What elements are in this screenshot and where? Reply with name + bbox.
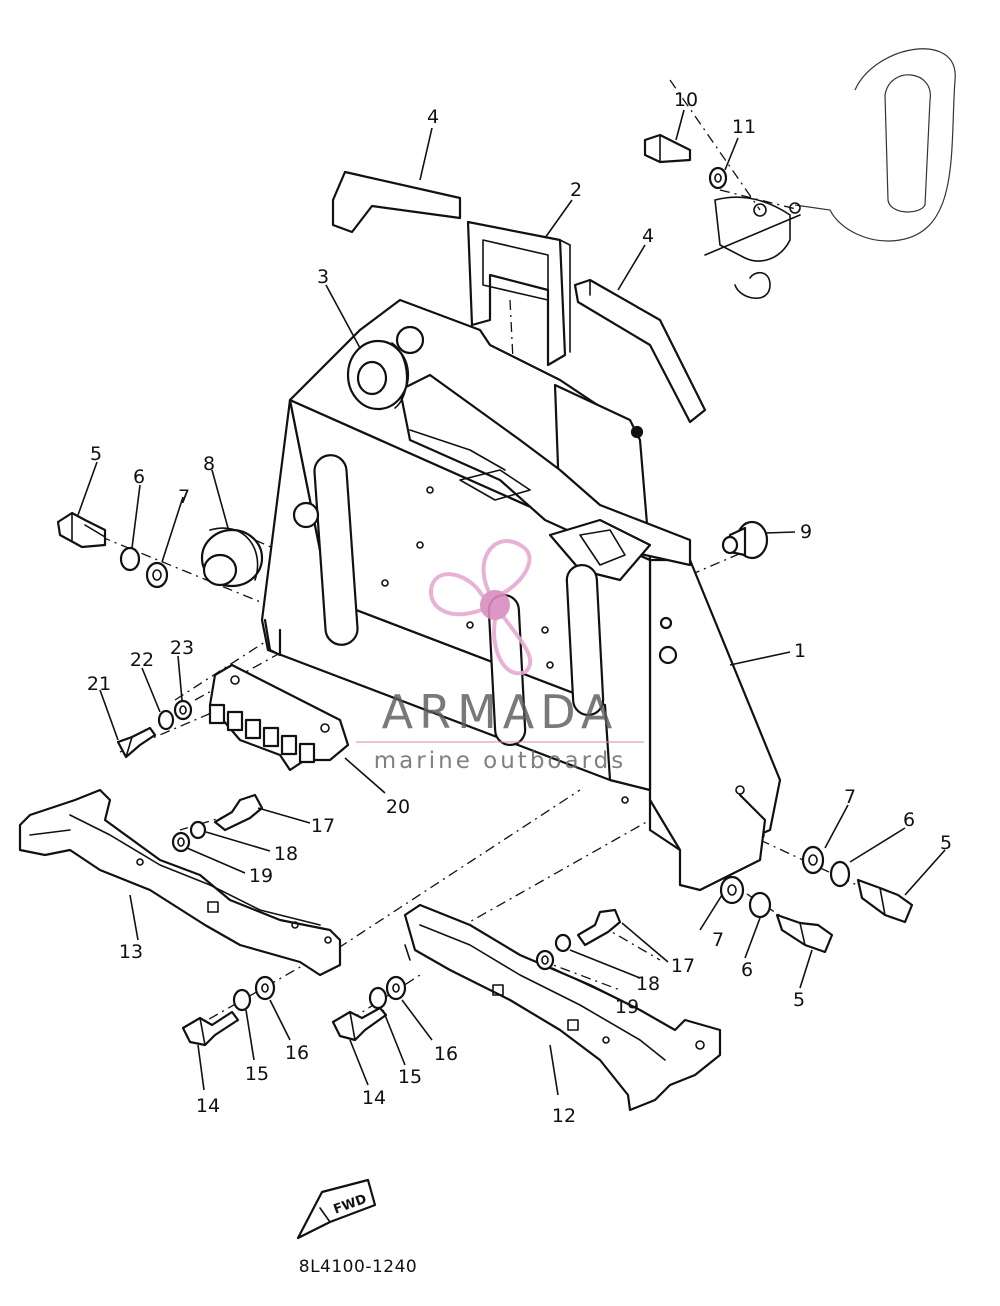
callout-5: 5 bbox=[90, 443, 102, 465]
plate-part-20 bbox=[208, 663, 350, 772]
callout-17: 17 bbox=[311, 815, 335, 837]
washer-part-15-right bbox=[368, 986, 388, 1010]
bracket-part-4-left bbox=[331, 170, 462, 234]
washer-part-16-left bbox=[254, 975, 276, 1001]
callout-7: 7 bbox=[712, 929, 724, 951]
callout-17: 17 bbox=[671, 955, 695, 977]
callout-8: 8 bbox=[203, 453, 215, 475]
bolt-part-5-right-top bbox=[856, 878, 914, 924]
bushing-part-3 bbox=[346, 339, 410, 411]
washer-part-18-left bbox=[189, 820, 207, 840]
callout-15: 15 bbox=[245, 1063, 269, 1085]
callout-20: 20 bbox=[386, 796, 410, 818]
callout-9: 9 bbox=[800, 521, 812, 543]
nut-part-23 bbox=[173, 699, 193, 721]
callout-23: 23 bbox=[170, 637, 194, 659]
callout-15: 15 bbox=[398, 1066, 422, 1088]
callout-4: 4 bbox=[642, 225, 654, 247]
bracket-part-4-right bbox=[573, 278, 707, 424]
bolt-part-5-left bbox=[56, 511, 107, 549]
washer-part-6-right-top bbox=[829, 860, 851, 888]
washer-part-15-left bbox=[232, 988, 252, 1012]
washer-part-7-left bbox=[145, 561, 169, 589]
washer-part-7-right-top bbox=[801, 845, 825, 875]
swivel-bracket bbox=[260, 298, 782, 892]
callout-14: 14 bbox=[196, 1095, 220, 1117]
collar-part-9 bbox=[721, 520, 769, 560]
forward-direction-arrow-icon: FWD bbox=[296, 1178, 377, 1240]
diagram-code: 8L4100-1240 bbox=[299, 1257, 417, 1277]
callout-2: 2 bbox=[570, 179, 582, 201]
callout-4: 4 bbox=[427, 106, 439, 128]
washer-part-7-right-bottom bbox=[719, 875, 745, 905]
washer-part-11 bbox=[708, 166, 728, 190]
watermark-name: ARMADA bbox=[382, 685, 619, 739]
callout-10: 10 bbox=[674, 89, 698, 111]
bolt-part-5-right-bottom bbox=[775, 913, 834, 954]
bolt-part-17-left bbox=[213, 793, 264, 832]
watermark-tagline: marine outboards bbox=[374, 748, 626, 774]
callouts: 4 2 4 10 11 3 5 6 7 8 9 1 23 22 21 20 17… bbox=[87, 89, 952, 1127]
callout-22: 22 bbox=[130, 649, 154, 671]
callout-7: 7 bbox=[844, 786, 856, 808]
bolt-part-21 bbox=[116, 726, 157, 759]
callout-6: 6 bbox=[741, 959, 753, 981]
plate-part-2 bbox=[466, 220, 571, 367]
washer-part-6-right-bottom bbox=[748, 891, 772, 919]
callout-21: 21 bbox=[87, 673, 111, 695]
callout-1: 1 bbox=[794, 640, 806, 662]
callout-3: 3 bbox=[317, 266, 329, 288]
callout-16: 16 bbox=[434, 1043, 458, 1065]
callout-7: 7 bbox=[178, 486, 190, 508]
clamp-handle-assembly bbox=[704, 48, 956, 299]
callout-18: 18 bbox=[274, 843, 298, 865]
callout-19: 19 bbox=[249, 865, 273, 887]
bushing-part-8 bbox=[200, 527, 264, 588]
watermark: ARMADA marine outboards bbox=[356, 539, 644, 774]
callout-14: 14 bbox=[362, 1087, 386, 1109]
callout-6: 6 bbox=[133, 466, 145, 488]
bolt-part-14-left bbox=[181, 1010, 240, 1047]
watermark-logo-icon bbox=[428, 539, 533, 676]
washer-part-19-right bbox=[535, 949, 555, 971]
callout-12: 12 bbox=[552, 1105, 576, 1127]
callout-16: 16 bbox=[285, 1042, 309, 1064]
washer-part-22 bbox=[157, 709, 175, 731]
rail-part-13 bbox=[18, 788, 342, 977]
callout-5: 5 bbox=[940, 832, 952, 854]
washer-part-19-left bbox=[171, 831, 191, 853]
bolt-part-10 bbox=[643, 133, 692, 164]
bolt-part-17-right bbox=[576, 908, 622, 947]
callout-5: 5 bbox=[793, 989, 805, 1011]
callout-13: 13 bbox=[119, 941, 143, 963]
callout-19: 19 bbox=[615, 996, 639, 1018]
washer-part-6-left bbox=[119, 546, 141, 572]
callout-11: 11 bbox=[732, 116, 756, 138]
bolt-part-14-right bbox=[331, 1006, 388, 1042]
washer-part-16-right bbox=[385, 975, 407, 1001]
leader-lines bbox=[77, 109, 946, 1096]
washer-part-18-right bbox=[554, 933, 572, 953]
callout-18: 18 bbox=[636, 973, 660, 995]
callout-6: 6 bbox=[903, 809, 915, 831]
